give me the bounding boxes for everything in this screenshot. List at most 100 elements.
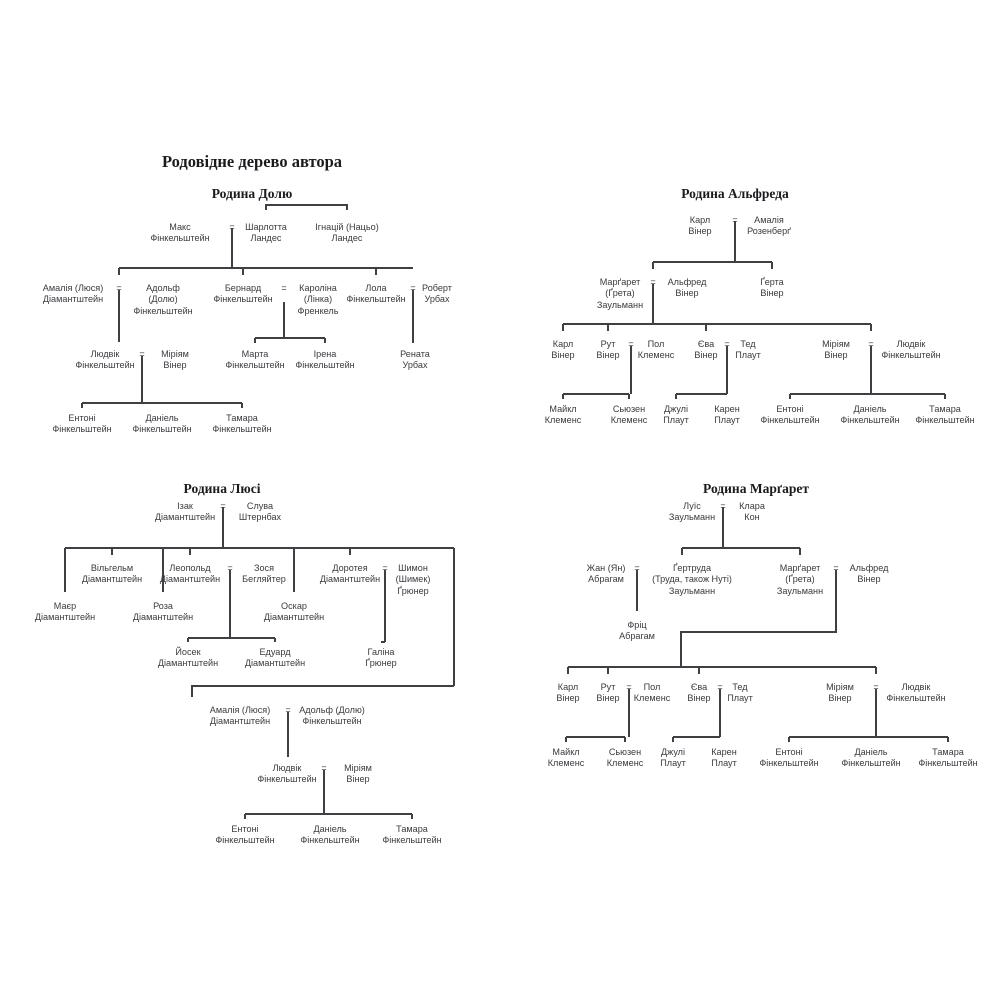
person-adolf-doliu-finkelshtein-2: Адольф (Долю)Фінкельштейн — [299, 705, 365, 728]
person-name-line: Діамантштейн — [209, 716, 271, 727]
person-name-line: Рената — [400, 349, 430, 359]
marriage-symbol-eq-margaret-alfred-2: = — [833, 563, 839, 573]
tree-title-rodyna-dolyu: Родина Долю — [211, 186, 293, 201]
person-name-line: Заульманн — [596, 299, 644, 310]
person-name-line: Даніель — [145, 413, 179, 423]
person-name-line: Карен — [711, 747, 737, 757]
person-name-line: Ґертруда — [672, 563, 712, 573]
person-name-line: Заульманн — [668, 585, 716, 596]
person-name-line: (Шимек) — [395, 574, 431, 585]
person-name-line: (Ґрета) — [605, 288, 635, 299]
person-name-line: Клеменс — [610, 415, 648, 426]
person-name-line: Фінкельштейн — [918, 758, 978, 769]
person-amaliia-liusia-diamantshtein: Амалія (Люся)Діамантштейн — [43, 283, 103, 306]
person-margaret-greta-zaulmann-2: Марґарет(Ґрета)Заульманн — [777, 563, 823, 597]
person-name-line: Доротея — [332, 563, 368, 573]
person-name-line: Ентоні — [68, 413, 96, 423]
person-name-line: Адольф (Долю) — [299, 705, 365, 715]
person-name-line: Плаут — [735, 350, 761, 361]
person-name-line: Міріям — [161, 349, 189, 359]
marriage-symbol-eq-bernard-karolina: = — [281, 283, 287, 293]
marriage-symbol-eq-maks-sharlotta: = — [229, 222, 235, 232]
person-name-line: Діамантштейн — [132, 612, 194, 623]
person-name-line: Даніель — [313, 824, 347, 834]
person-name-line: Шимон — [398, 563, 428, 573]
marriage-symbol-eq-ieva-ted-2: = — [717, 682, 723, 692]
person-name-line: Кароліна — [299, 283, 337, 293]
person-name-line: Клеменс — [547, 758, 585, 769]
person-karolina-linka-frenkel: Кароліна(Лінка)Френкель — [298, 283, 339, 317]
person-name-line: Роза — [153, 601, 173, 611]
person-name-line: Людвік — [90, 349, 120, 359]
person-gertruda-truda-nuti-zaulmann: Ґертруда(Труда, також Нуті)Заульманн — [652, 563, 732, 597]
person-name-line: Фінкельштейн — [257, 774, 317, 785]
person-name-line: Ентоні — [776, 404, 804, 414]
marriage-symbol-eq-miriiam-liudvik-2: = — [873, 682, 879, 692]
person-name-line: Міріям — [344, 763, 372, 773]
person-name-line: Діамантштейн — [154, 512, 216, 523]
person-name-line: Вінер — [163, 360, 187, 371]
document-title: Родовідне дерево автора — [161, 152, 343, 171]
marriage-symbol-eq-rut-pol: = — [628, 339, 634, 349]
wire-landes-sibling-bracket — [265, 204, 348, 210]
person-name-line: Фінкельштейн — [881, 350, 941, 361]
person-name-line: Пол — [643, 682, 661, 692]
person-name-line: Бегляйтер — [242, 574, 286, 585]
person-name-line: Діамантштейн — [42, 294, 104, 305]
person-name-line: Діамантштейн — [263, 612, 325, 623]
person-name-line: Вінер — [596, 350, 620, 361]
marriage-symbol-eq-izak-sluva: = — [220, 501, 226, 511]
person-name-line: Єва — [697, 339, 715, 349]
person-name-line: Тамара — [932, 747, 964, 757]
person-name-line: Плаут — [711, 758, 737, 769]
person-name-line: Лола — [365, 283, 387, 293]
person-name-line: Тамара — [226, 413, 258, 423]
marriage-symbol-eq-miriiam-liudvik: = — [868, 339, 874, 349]
person-name-line: Людвік — [896, 339, 926, 349]
person-name-line: Фінкельштейн — [759, 758, 819, 769]
person-name-line: Рут — [600, 682, 616, 692]
person-name-line: Даніель — [853, 404, 887, 414]
person-name-line: Альфред — [667, 277, 707, 287]
person-name-line: Едуард — [259, 647, 291, 657]
person-name-line: Вінер — [687, 693, 711, 704]
marriage-symbol-eq-luis-klara: = — [720, 501, 726, 511]
person-name-line: Фінкельштейн — [346, 294, 406, 305]
person-name-line: Фінкельштейн — [52, 424, 112, 435]
person-name-line: Штернбах — [238, 512, 282, 523]
person-name-line: Фінкельштейн — [302, 716, 362, 727]
person-name-line: Тед — [732, 682, 748, 692]
person-name-line: Людвік — [901, 682, 931, 692]
person-name-line: Вінер — [688, 226, 712, 237]
marriage-symbol-eq-leopold-zosia: = — [227, 563, 233, 573]
person-name-line: (Ґрета) — [785, 574, 815, 585]
marriage-symbol-eq-liudvik-miriiam-2: = — [321, 763, 327, 773]
person-name-line: Тамара — [396, 824, 428, 834]
